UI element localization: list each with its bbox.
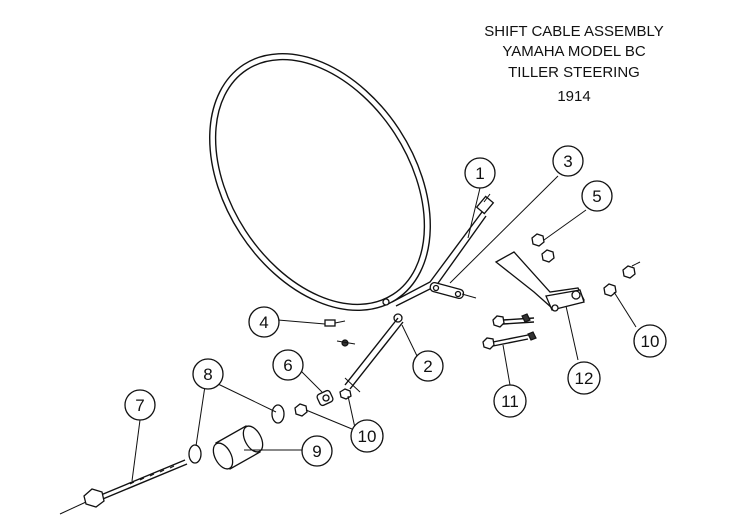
svg-text:12: 12 (575, 369, 594, 388)
bolt-part-7 (59, 459, 188, 515)
nut-part-5 (531, 233, 555, 263)
callout-5: 5 (581, 180, 613, 212)
shift-cable-end-upper (382, 193, 495, 323)
washer-part-8 (188, 404, 285, 464)
shift-cable-end-lower (344, 317, 404, 393)
callout-10b: 10 (633, 324, 667, 358)
svg-text:7: 7 (135, 396, 144, 415)
svg-text:3: 3 (563, 152, 572, 171)
svg-text:2: 2 (423, 357, 432, 376)
svg-text:4: 4 (259, 313, 268, 332)
joint-part-6 (316, 389, 334, 407)
title-line-3: TILLER STEERING (508, 64, 640, 81)
nut-part-10-left (294, 388, 352, 417)
leader-lines (131, 175, 637, 482)
bracket-part-12 (494, 251, 585, 312)
callout-8: 8 (192, 358, 224, 390)
callout-9: 9 (301, 435, 333, 467)
callout-11: 11 (493, 384, 527, 418)
spacer-part-9 (212, 425, 264, 470)
callout-10a: 10 (350, 419, 384, 453)
svg-text:5: 5 (592, 187, 601, 206)
title-line-1: SHIFT CABLE ASSEMBLY (484, 23, 664, 40)
callout-6: 6 (272, 349, 304, 381)
svg-text:9: 9 (312, 442, 321, 461)
callout-3: 3 (552, 145, 584, 177)
svg-text:8: 8 (203, 365, 212, 384)
callout-4: 4 (248, 306, 280, 338)
clip-part-3 (429, 281, 477, 299)
title-line-4: 1914 (557, 88, 590, 105)
callout-2: 2 (412, 350, 444, 382)
pin-part-4 (324, 319, 356, 347)
svg-text:1: 1 (475, 164, 484, 183)
callout-7: 7 (124, 389, 156, 421)
svg-text:6: 6 (283, 356, 292, 375)
bolt-part-11 (482, 313, 537, 350)
nut-part-10-right (603, 261, 641, 297)
svg-text:10: 10 (641, 332, 660, 351)
title-line-2: YAMAHA MODEL BC (502, 43, 646, 60)
svg-text:10: 10 (358, 427, 377, 446)
diagram-title: SHIFT CABLE ASSEMBLY YAMAHA MODEL BC TIL… (484, 23, 664, 105)
svg-text:11: 11 (501, 392, 519, 411)
shift-cable-loop (209, 52, 431, 312)
callout-1: 1 (464, 157, 496, 189)
callout-12: 12 (567, 361, 601, 395)
